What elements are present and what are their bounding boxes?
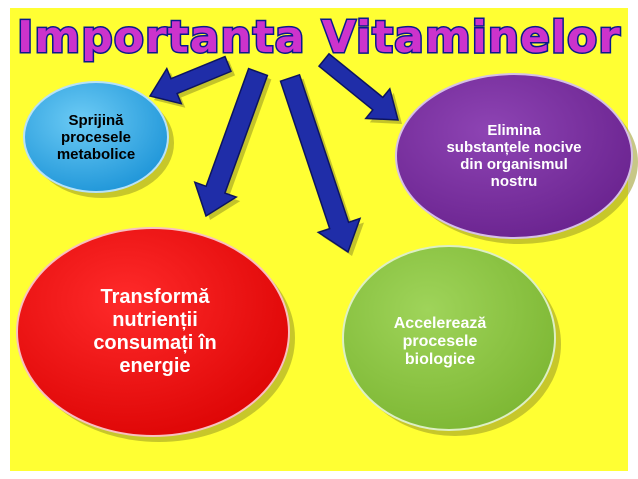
- node-accelerate: [342, 245, 556, 431]
- arrow-to-metabolic: [148, 55, 232, 105]
- node-energy: [16, 227, 290, 437]
- node-metabolic: [23, 81, 169, 193]
- node-accelerate-label: Accelerează procesele biologice: [393, 315, 487, 368]
- page-title: Importanta Vitaminelor: [17, 12, 621, 63]
- arrow-to-eliminate: [317, 52, 399, 121]
- node-energy-label: Transformă nutrienții consumați în energ…: [93, 286, 217, 377]
- node-metabolic-label: Sprijină procesele metabolice: [56, 111, 136, 163]
- arrow-to-energy: [193, 67, 269, 218]
- node-eliminate: [395, 73, 633, 239]
- node-eliminate-label: Elimina substanțele nocive din organismu…: [446, 122, 582, 190]
- arrow-to-accelerate: [279, 73, 362, 254]
